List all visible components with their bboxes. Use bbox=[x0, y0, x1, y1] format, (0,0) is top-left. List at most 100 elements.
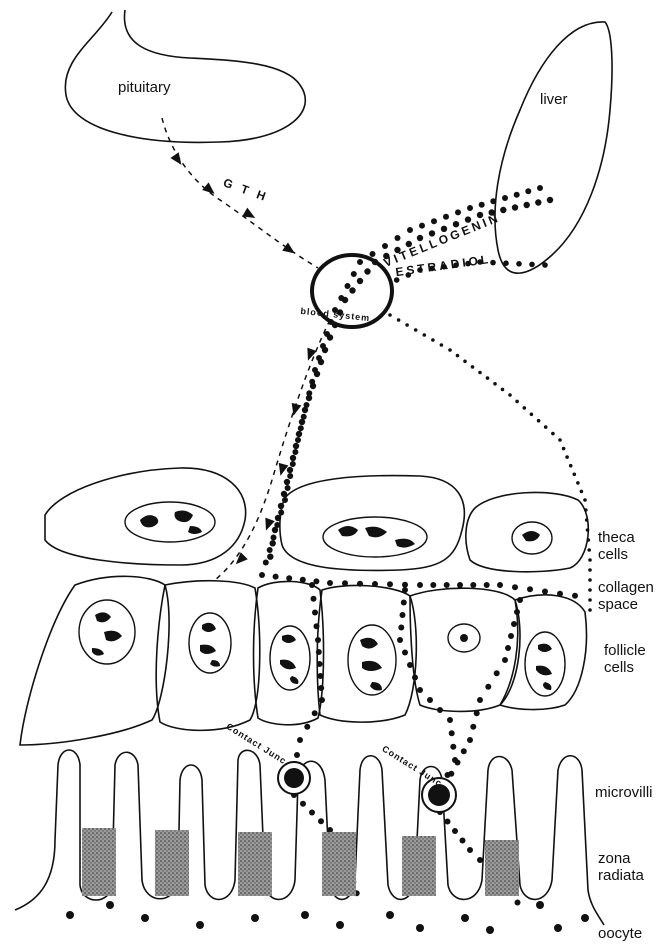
vitellogenin-dot bbox=[332, 307, 338, 313]
collagen-dot bbox=[444, 582, 450, 588]
follicle-dot bbox=[312, 710, 318, 716]
follicle-cell-3 bbox=[254, 581, 324, 724]
estradiol-dot bbox=[394, 277, 400, 283]
vitellogenin-dot bbox=[372, 259, 378, 265]
theca-cells-label-2: cells bbox=[598, 546, 628, 563]
oocyte-dot bbox=[416, 924, 424, 932]
vitellogenin-dot bbox=[431, 218, 437, 224]
estradiol-dot bbox=[406, 272, 412, 278]
oocyte-dot bbox=[336, 921, 344, 929]
estradiol-dot bbox=[515, 400, 519, 404]
vitellogenin-dot bbox=[383, 253, 389, 259]
follicle-dot bbox=[401, 600, 407, 606]
follicle-dot bbox=[427, 697, 433, 703]
junction-dot bbox=[452, 828, 458, 834]
vitellogenin-dot bbox=[285, 485, 291, 491]
estradiol-dot bbox=[544, 425, 548, 429]
estradiol-dot bbox=[501, 388, 505, 392]
collagen-dot bbox=[402, 582, 408, 588]
follicle-dot bbox=[417, 687, 423, 693]
vitellogenin-dot bbox=[502, 195, 508, 201]
estradiol-dot bbox=[477, 259, 483, 265]
estradiol-dot bbox=[486, 376, 490, 380]
gth-arrowhead bbox=[202, 182, 218, 197]
estradiol-dot bbox=[441, 264, 447, 270]
vitellogenin-dot bbox=[296, 431, 302, 437]
estradiol-dot bbox=[551, 432, 555, 436]
estradiol-dot bbox=[588, 578, 592, 582]
follicle-dot bbox=[470, 724, 476, 730]
oocyte-dot bbox=[251, 914, 259, 922]
follicle-dot bbox=[397, 637, 403, 643]
vitellogenin-dot bbox=[295, 437, 301, 443]
collagen-dot bbox=[470, 582, 476, 588]
microvilli-label: microvilli bbox=[595, 784, 653, 801]
collagen-dot bbox=[259, 572, 265, 578]
zona-radiata-block bbox=[322, 832, 356, 896]
vitellogenin-dot bbox=[293, 443, 299, 449]
gth-label: G T H bbox=[221, 175, 270, 204]
vitellogenin-dot bbox=[419, 223, 425, 229]
vitellogenin-dot bbox=[304, 402, 310, 408]
gth-arrowhead bbox=[276, 463, 289, 477]
estradiol-dot bbox=[562, 447, 566, 451]
estradiol-dot bbox=[490, 260, 496, 266]
estradiol-dot bbox=[397, 318, 401, 322]
vitellogenin-dot bbox=[535, 199, 541, 205]
chromatin bbox=[92, 612, 122, 655]
zona-radiata-block bbox=[82, 828, 116, 896]
chromatin bbox=[338, 526, 415, 548]
estradiol-dot bbox=[463, 360, 467, 364]
oocyte-surface-dots bbox=[66, 901, 589, 934]
estradiol-dot bbox=[588, 558, 592, 562]
follicle-dot bbox=[448, 771, 454, 777]
estradiol-dot bbox=[508, 393, 512, 397]
vitellogenin-dot bbox=[394, 247, 400, 253]
vitellogenin-dot bbox=[309, 379, 315, 385]
follicle-cell-4 bbox=[317, 585, 416, 722]
vitellogenin-dot bbox=[312, 367, 318, 373]
estradiol-dot bbox=[565, 455, 569, 459]
collagen-dot bbox=[286, 575, 292, 581]
chromatin bbox=[536, 644, 552, 690]
junction-dot bbox=[460, 838, 466, 844]
vitellogenin-dot bbox=[328, 319, 334, 325]
follicle-dot bbox=[312, 610, 318, 616]
estradiol-dot bbox=[587, 548, 591, 552]
vitellogenin-dot bbox=[524, 202, 530, 208]
vitellogenin-dot bbox=[479, 202, 485, 208]
vitellogenin-dot bbox=[547, 197, 553, 203]
contact-junction-label: Contact Junc. bbox=[225, 721, 292, 768]
gth-arrows bbox=[170, 152, 316, 568]
estradiol-dot bbox=[503, 260, 509, 266]
estradiol-dot bbox=[573, 473, 577, 477]
follicle-dot bbox=[447, 717, 453, 723]
follicle-cells-label: follicle bbox=[604, 642, 646, 659]
follicle-dot bbox=[485, 684, 491, 690]
zona-radiata-label: zona bbox=[598, 850, 631, 867]
collagen-dot bbox=[387, 581, 393, 587]
estradiol-dot bbox=[576, 481, 580, 485]
vitellogenin-dot bbox=[537, 185, 543, 191]
vitellogenin-dot bbox=[489, 209, 495, 215]
estradiol-dot bbox=[558, 438, 562, 442]
collagen-dot bbox=[527, 586, 533, 592]
zona-radiata-block bbox=[402, 836, 436, 896]
collagen-dot bbox=[484, 582, 490, 588]
theca-cell-middle bbox=[280, 476, 464, 571]
follicle-dot bbox=[502, 657, 508, 663]
zona-radiata-block bbox=[238, 832, 272, 896]
estradiol-dot bbox=[429, 266, 435, 272]
vitellogenin-dot bbox=[271, 535, 277, 541]
collagen-dot bbox=[497, 582, 503, 588]
collagen-space-label: collagen bbox=[598, 579, 654, 596]
gth-arrowhead bbox=[303, 348, 317, 363]
oocyte-dot bbox=[141, 914, 149, 922]
follicle-dot bbox=[450, 744, 456, 750]
oocyte-dot bbox=[554, 924, 562, 932]
collagen-dot bbox=[572, 593, 578, 599]
vitellogenin-dot bbox=[298, 425, 304, 431]
theca-cells-label: theca bbox=[598, 529, 635, 546]
chromatin bbox=[280, 635, 298, 684]
